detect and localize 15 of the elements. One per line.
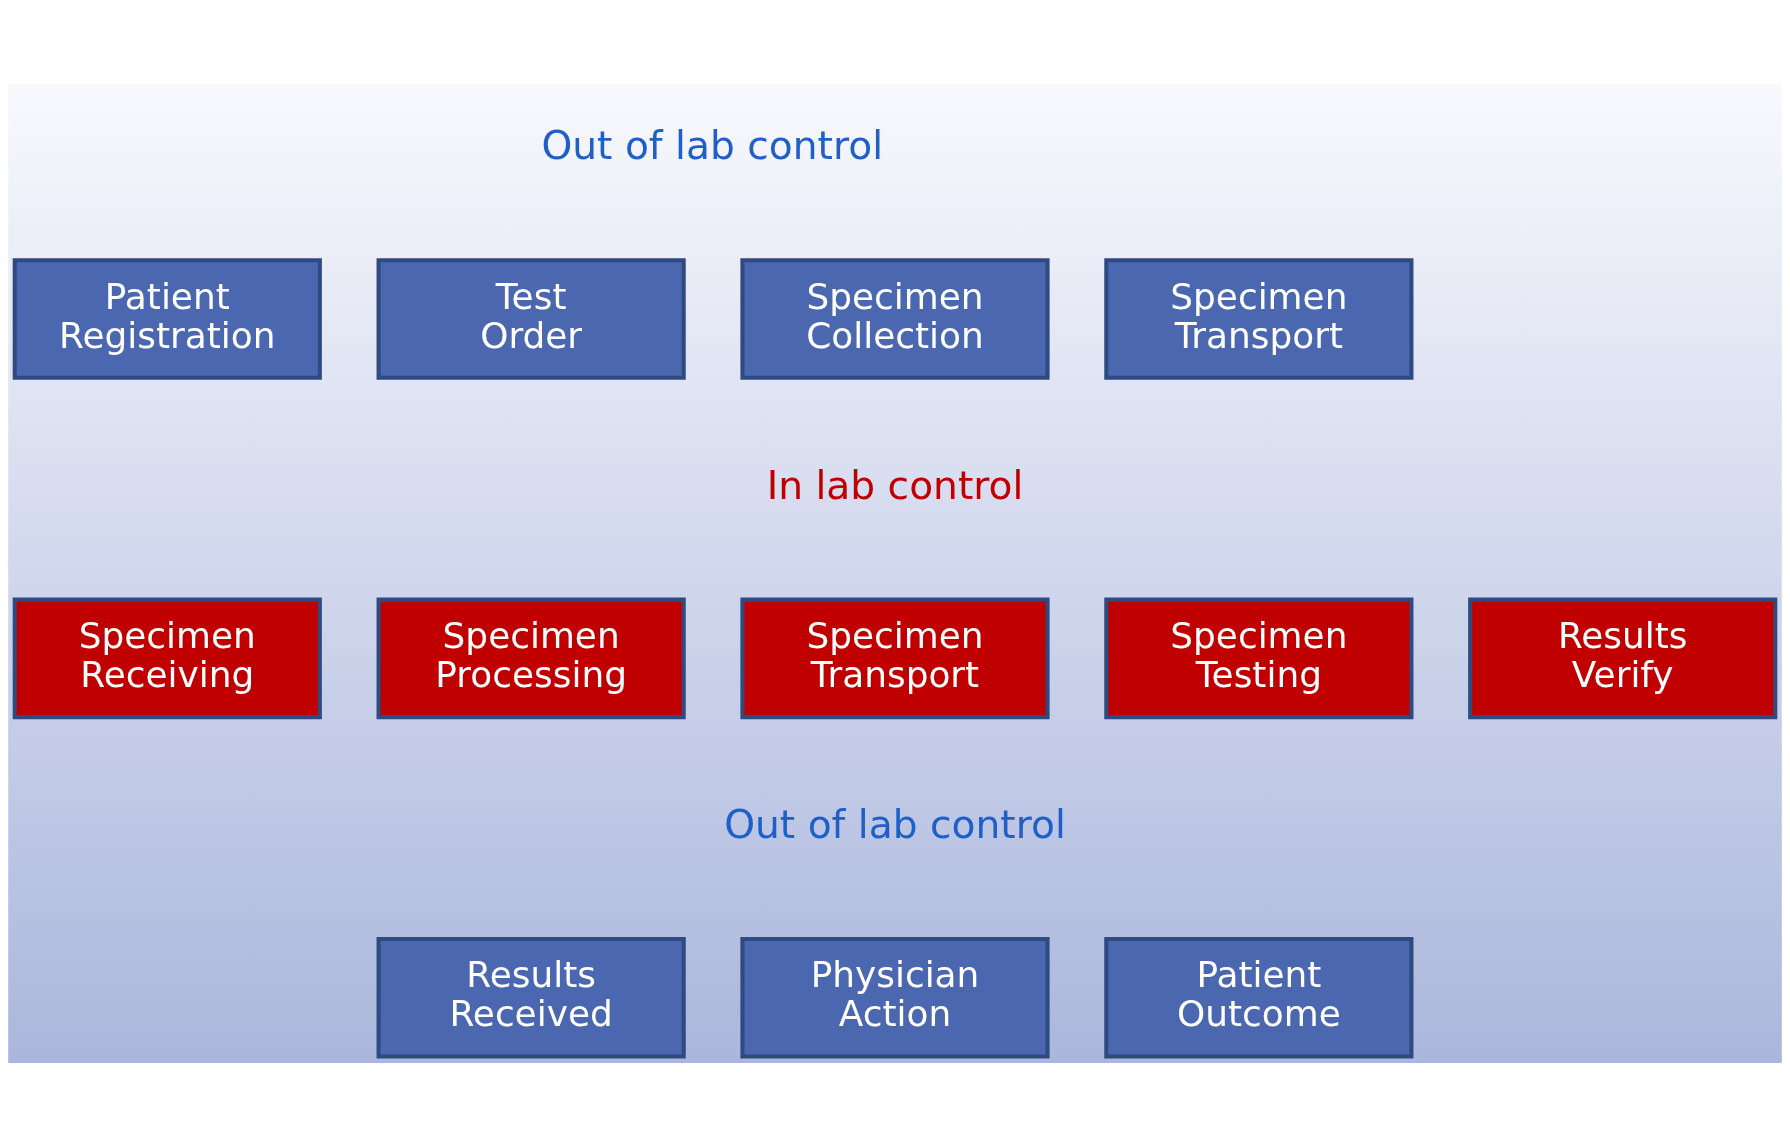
node-box: Specimen Collection <box>740 258 1050 380</box>
node-box: Results Verify <box>1468 597 1778 720</box>
node-box: Physician Action <box>740 936 1050 1059</box>
node-box: Results Received <box>376 936 686 1059</box>
node-box: Patient Outcome <box>1104 936 1414 1059</box>
node-box: Specimen Transport <box>740 597 1050 720</box>
node-box: Patient Registration <box>12 258 322 380</box>
node-box: Test Order <box>376 258 686 380</box>
node-box: Specimen Transport <box>1104 258 1414 380</box>
node-box: Specimen Processing <box>376 597 686 720</box>
label: Out of lab control <box>724 802 1066 848</box>
label: Out of lab control <box>541 123 884 169</box>
node-box: Specimen Testing <box>1104 597 1414 720</box>
node-box: Specimen Receiving <box>12 597 322 720</box>
label: In lab control <box>766 462 1024 508</box>
